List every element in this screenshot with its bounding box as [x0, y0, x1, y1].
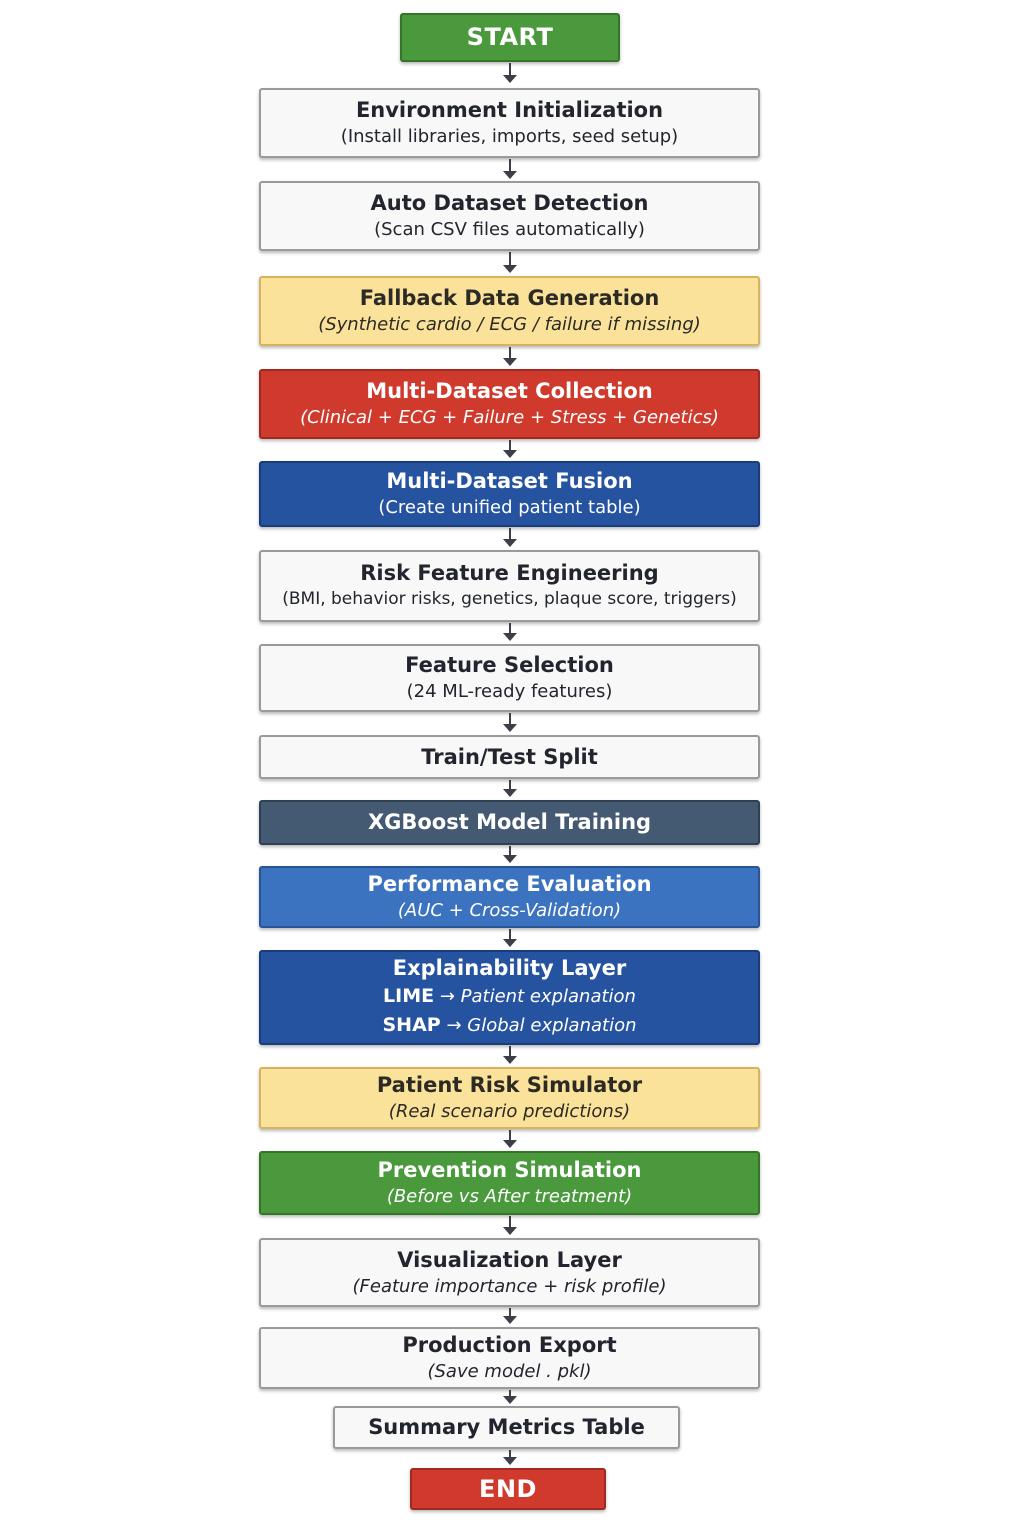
step-visualization-layer: Visualization Layer (Feature importance … [259, 1238, 760, 1307]
end-label: END [479, 1474, 537, 1503]
step-title: Summary Metrics Table [368, 1415, 645, 1439]
step-explainability-layer: Explainability Layer LIME → Patient expl… [259, 950, 760, 1045]
step-subtitle: (AUC + Cross-Validation) [397, 900, 622, 921]
step-title: Environment Initialization [355, 98, 664, 122]
step-subtitle: (Real scenario predictions) [388, 1101, 631, 1122]
end-node: END [410, 1468, 606, 1510]
step-title: Fallback Data Generation [359, 286, 660, 310]
step-subtitle: (Save model . pkl) [427, 1361, 592, 1382]
shap-line: SHAP → Global explanation [382, 1011, 636, 1040]
step-subtitle: (Clinical + ECG + Failure + Stress + Gen… [300, 407, 719, 428]
step-summary-metrics-table: Summary Metrics Table [333, 1406, 680, 1449]
step-performance-evaluation: Performance Evaluation (AUC + Cross-Vali… [259, 866, 760, 928]
step-risk-feature-engineering: Risk Feature Engineering (BMI, behavior … [259, 550, 760, 622]
step-subtitle: (BMI, behavior risks, genetics, plaque s… [282, 589, 737, 609]
lime-label: LIME [383, 985, 435, 1007]
step-multi-dataset-collection: Multi-Dataset Collection (Clinical + ECG… [259, 369, 760, 439]
lime-description: Patient explanation [460, 986, 636, 1007]
step-fallback-data-generation: Fallback Data Generation (Synthetic card… [259, 276, 760, 346]
step-title: Visualization Layer [397, 1247, 622, 1272]
step-title: Explainability Layer [392, 956, 627, 980]
start-label: START [466, 23, 554, 51]
step-prevention-simulation: Prevention Simulation (Before vs After t… [259, 1151, 760, 1215]
step-subtitle: (24 ML-ready features) [406, 681, 613, 702]
shap-description: Global explanation [467, 1015, 637, 1036]
step-title: Auto Dataset Detection [370, 191, 649, 215]
arrow-glyph: → [446, 1015, 462, 1036]
step-title: Patient Risk Simulator [376, 1073, 643, 1097]
step-subtitle: (Synthetic cardio / ECG / failure if mis… [318, 314, 701, 335]
step-title: XGBoost Model Training [367, 810, 652, 834]
step-production-export: Production Export (Save model . pkl) [259, 1327, 760, 1389]
step-environment-initialization: Environment Initialization (Install libr… [259, 88, 760, 158]
step-xgboost-model-training: XGBoost Model Training [259, 800, 760, 845]
step-subtitle: (Create unified patient table) [378, 497, 641, 518]
step-subtitle: (Install libraries, imports, seed setup) [340, 126, 679, 147]
step-title: Prevention Simulation [377, 1158, 642, 1182]
step-feature-selection: Feature Selection (24 ML-ready features) [259, 644, 760, 712]
step-title: Multi-Dataset Collection [366, 379, 653, 403]
lime-line: LIME → Patient explanation [383, 982, 636, 1011]
arrow-glyph: → [439, 986, 455, 1007]
step-auto-dataset-detection: Auto Dataset Detection (Scan CSV files a… [259, 181, 760, 251]
step-subtitle: (Feature importance + risk profile) [352, 1275, 667, 1297]
step-title: Performance Evaluation [367, 872, 652, 896]
step-subtitle: (Before vs After treatment) [386, 1186, 633, 1207]
step-multi-dataset-fusion: Multi-Dataset Fusion (Create unified pat… [259, 461, 760, 527]
step-subtitle: (Scan CSV files automatically) [374, 219, 645, 240]
step-title: Risk Feature Engineering [360, 561, 659, 585]
step-title: Feature Selection [405, 653, 614, 677]
step-train-test-split: Train/Test Split [259, 735, 760, 779]
shap-label: SHAP [382, 1014, 441, 1036]
step-title: Production Export [402, 1333, 617, 1357]
step-title: Multi-Dataset Fusion [386, 469, 633, 493]
start-node: START [400, 13, 620, 62]
step-patient-risk-simulator: Patient Risk Simulator (Real scenario pr… [259, 1067, 760, 1129]
step-title: Train/Test Split [421, 744, 598, 769]
